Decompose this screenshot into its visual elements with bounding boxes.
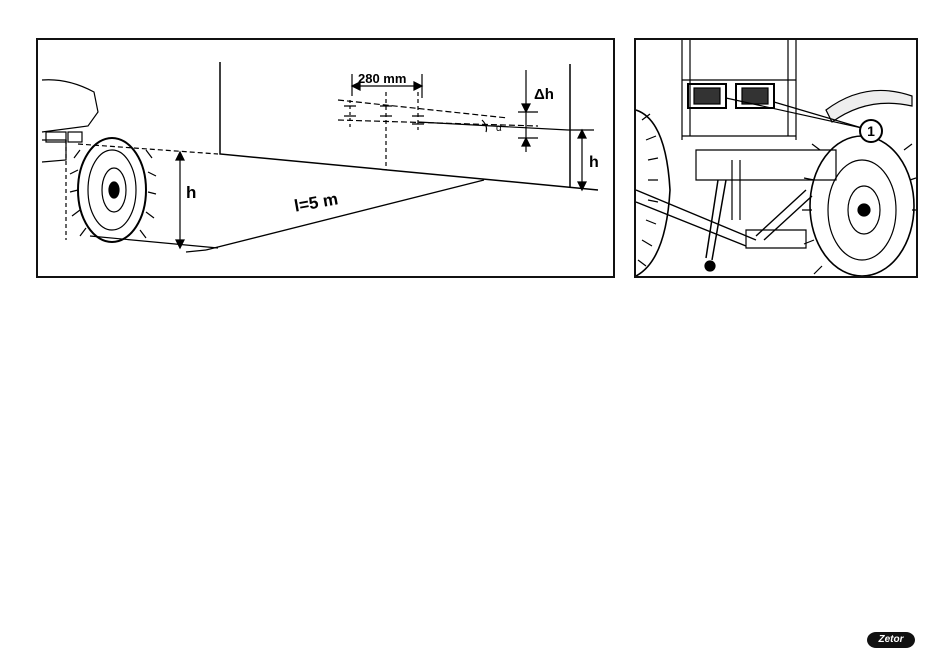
angle-alpha-label: α [496,124,502,134]
dimension-280mm-label: 280 mm [358,72,406,85]
wall-height-label: h [589,155,599,171]
headlight-aiming-diagram: 280 mm Δh α h h l=5 m [36,38,615,278]
tractor-rear-illustration: 1 [634,38,918,278]
callout-1-badge: 1 [859,119,883,143]
zetor-logo: Zetor [867,632,915,648]
tractor-rear-drawing [636,40,916,276]
aiming-drawing [38,40,613,276]
delta-h-label: Δh [534,87,554,102]
lamp-height-label: h [186,184,196,201]
